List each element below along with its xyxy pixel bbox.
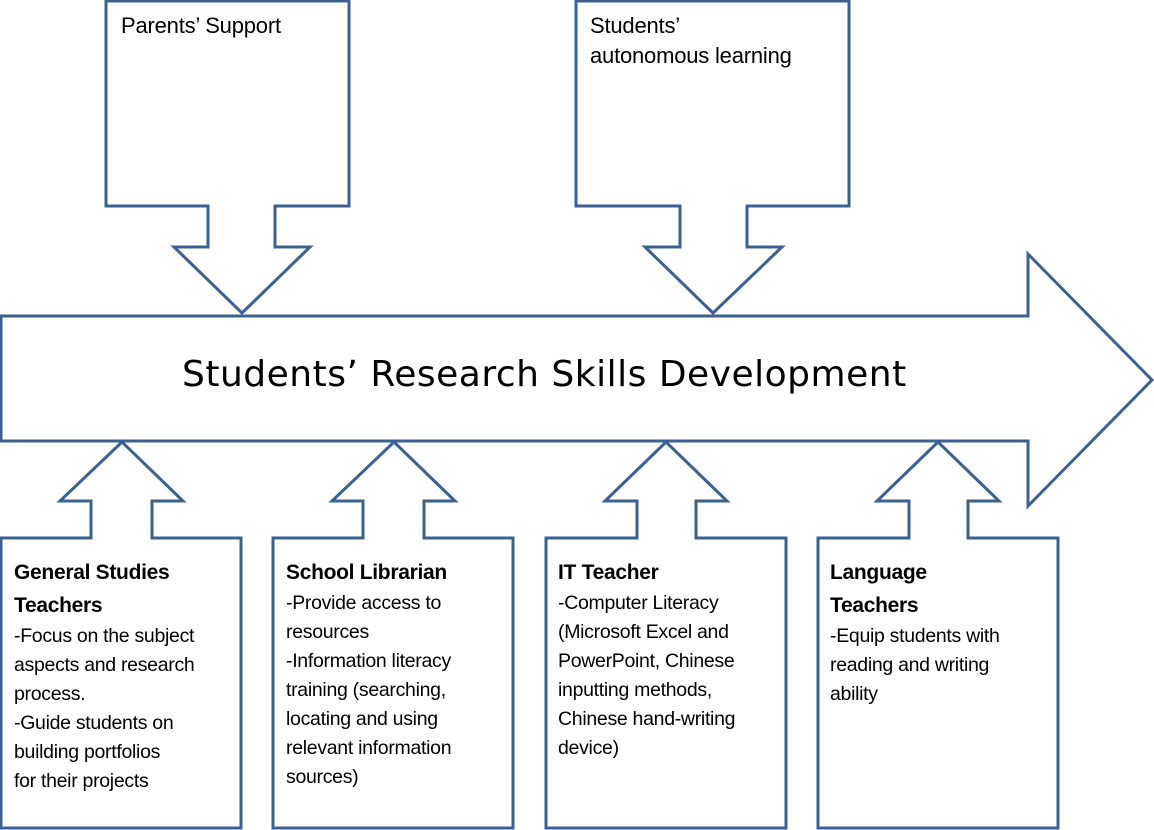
card-text-line: PowerPoint, Chinese [558, 650, 735, 672]
card-text-line: relevant information [286, 737, 452, 759]
card-text-line: device) [558, 737, 619, 759]
parents-support-callout-shape [104, 0, 351, 316]
parents-support-label-line: Parents’ Support [121, 13, 281, 38]
school-librarian-card: School Librarian -Provide access to reso… [286, 556, 452, 792]
card-text-line: aspects and research [14, 654, 195, 676]
language-teachers-card: Language Teachers -Equip students with r… [830, 556, 1000, 709]
general-studies-callout-shape [0, 439, 243, 830]
card-text-line: Chinese hand-writing [558, 708, 736, 730]
card-text-line: -Computer Literacy [558, 592, 719, 614]
it-teacher-card: IT Teacher -Computer Literacy (Microsoft… [558, 556, 735, 763]
autonomous-learning-callout-shape [574, 0, 851, 316]
card-heading: General Studies [14, 561, 170, 584]
card-text-line: -Equip students with [830, 625, 1000, 647]
card-heading: School Librarian [286, 561, 447, 584]
card-text-line: -Information literacy [286, 650, 451, 672]
card-text-line: building portfolios [14, 741, 161, 763]
main-arrow-title: Students’ Research Skills Development [182, 354, 907, 395]
card-text-line: ability [830, 683, 878, 705]
card-text-line: reading and writing [830, 654, 990, 676]
parents-support-label: Parents’ Support [121, 11, 281, 41]
card-heading: Teachers [14, 594, 103, 617]
card-text-line: (Microsoft Excel and [558, 621, 729, 643]
card-text-line: process. [14, 683, 86, 705]
school-librarian-callout-shape [271, 439, 515, 830]
card-heading: IT Teacher [558, 561, 659, 584]
autonomous-learning-label-line: Students’ [590, 13, 680, 38]
language-teachers-callout-shape [816, 439, 1060, 830]
card-text-line: sources) [286, 766, 359, 788]
card-text-line: -Guide students on [14, 712, 174, 734]
card-text-line: resources [286, 621, 369, 643]
it-teacher-callout-shape [544, 439, 788, 830]
card-text-line: training (searching, [286, 679, 446, 701]
card-text-line: -Focus on the subject [14, 625, 195, 647]
card-heading: Teachers [830, 594, 919, 617]
main-arrow-shape [0, 250, 1154, 510]
card-heading: Language [830, 561, 927, 584]
card-text-line: -Provide access to [286, 592, 441, 614]
autonomous-learning-label-line: autonomous learning [590, 43, 792, 68]
general-studies-teachers-card: General Studies Teachers -Focus on the s… [14, 556, 195, 796]
autonomous-learning-label: Students’ autonomous learning [590, 11, 792, 71]
card-text-line: for their projects [14, 770, 149, 792]
card-text-line: locating and using [286, 708, 438, 730]
card-text-line: inputting methods, [558, 679, 712, 701]
